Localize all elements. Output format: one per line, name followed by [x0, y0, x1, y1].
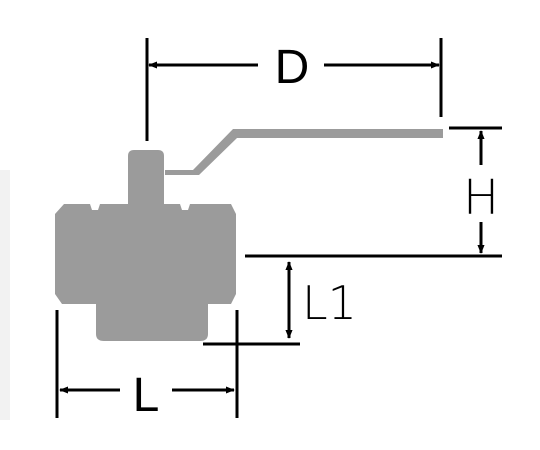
edge-shadow [0, 170, 10, 420]
dimension-l1: L1 [203, 261, 357, 346]
h-label: H [463, 170, 499, 226]
dimension-h: H [245, 126, 502, 258]
d-label: D [275, 41, 310, 94]
l1-label: L1 [302, 276, 357, 330]
valve [55, 129, 443, 341]
valve-body [55, 204, 236, 341]
l-label: L [133, 369, 160, 422]
dimension-d: D [145, 38, 443, 141]
valve-stem [128, 150, 164, 204]
dimension-l: L [55, 310, 239, 422]
valve-handle [165, 129, 443, 175]
